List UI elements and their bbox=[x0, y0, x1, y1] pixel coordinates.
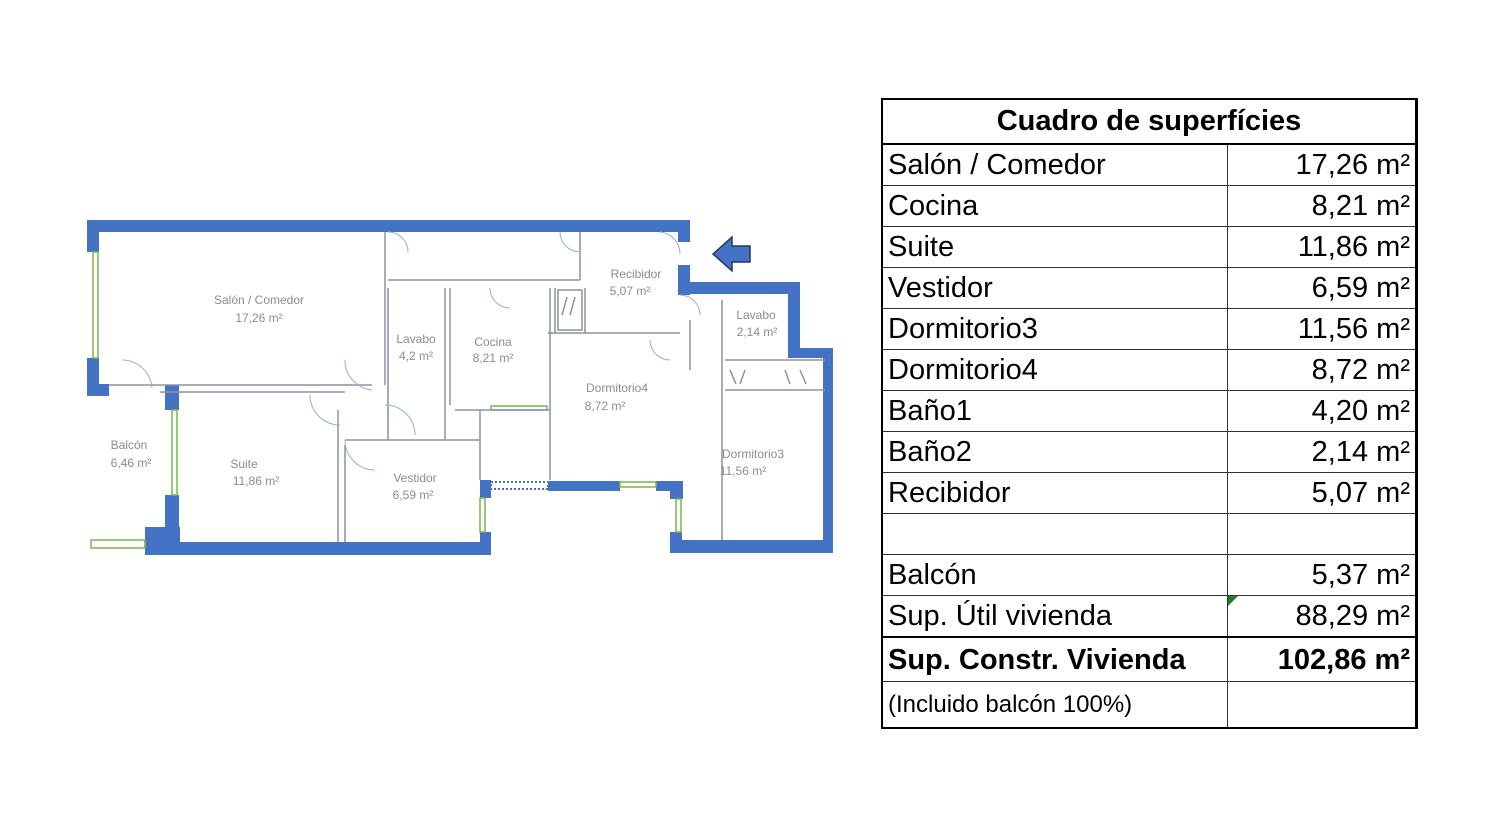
room-label-suite: Suite bbox=[230, 457, 258, 471]
room-area-cocina: 8,21 m² bbox=[473, 351, 514, 365]
row-label: Sup. Útil vivienda bbox=[881, 595, 1228, 638]
row-value: 2,14 m² bbox=[1227, 431, 1417, 473]
room-label-lavabo: Lavabo bbox=[396, 332, 436, 346]
room-label-lavabo2: Lavabo bbox=[736, 308, 776, 322]
row-label: Recibidor bbox=[881, 472, 1228, 514]
note-text: (Incluido balcón 100%) bbox=[881, 681, 1228, 729]
row-value: 5,37 m² bbox=[1227, 554, 1417, 596]
room-area-dormitorio3: 11,56 m² bbox=[720, 464, 766, 478]
row-value: 17,26 m² bbox=[1227, 143, 1417, 186]
row-label: Suite bbox=[881, 226, 1228, 268]
row-label: Sup. Constr. Vivienda bbox=[881, 636, 1228, 682]
arrow-left-icon bbox=[711, 235, 751, 273]
row-label: Balcón bbox=[881, 554, 1228, 596]
row-value: 88,29 m² bbox=[1227, 595, 1417, 638]
row-value: 11,86 m² bbox=[1227, 226, 1417, 268]
row-label: Vestidor bbox=[881, 267, 1228, 309]
table-row-note: (Incluido balcón 100%) bbox=[881, 681, 1417, 729]
row-label: Salón / Comedor bbox=[881, 143, 1228, 186]
table-title: Cuadro de superfícies bbox=[882, 99, 1417, 145]
room-area-vestidor: 6,59 m² bbox=[393, 488, 434, 502]
room-label-salon: Salón / Comedor bbox=[214, 293, 304, 307]
room-label-dormitorio3: Dormitorio3 bbox=[722, 447, 784, 461]
row-label: Baño2 bbox=[881, 431, 1228, 473]
empty-cell bbox=[1227, 681, 1417, 729]
empty-cell bbox=[881, 513, 1228, 555]
row-value: 5,07 m² bbox=[1227, 472, 1417, 514]
room-label-cocina: Cocina bbox=[474, 335, 512, 349]
room-area-balcon: 6,46 m² bbox=[111, 456, 152, 470]
room-area-recibidor: 5,07 m² bbox=[610, 284, 651, 298]
room-area-salon: 17,26 m² bbox=[235, 311, 282, 325]
windows bbox=[90, 251, 682, 549]
room-label-dormitorio4: Dormitorio4 bbox=[586, 381, 648, 395]
room-area-lavabo2: 2,14 m² bbox=[737, 325, 778, 339]
row-value: 4,20 m² bbox=[1227, 390, 1417, 432]
row-label: Dormitorio3 bbox=[881, 308, 1228, 350]
row-value: 11,56 m² bbox=[1227, 308, 1417, 350]
floor-plan: Salón / Comedor 17,26 m² Lavabo 4,2 m² C… bbox=[87, 220, 833, 555]
interior-walls bbox=[109, 231, 825, 542]
row-value: 8,72 m² bbox=[1227, 349, 1417, 391]
room-area-suite: 11,86 m² bbox=[233, 474, 279, 488]
row-value: 102,86 m² bbox=[1227, 636, 1417, 682]
row-label: Cocina bbox=[881, 185, 1228, 227]
room-label-recibidor: Recibidor bbox=[611, 267, 662, 281]
walls bbox=[87, 220, 833, 555]
table-row-empty bbox=[881, 513, 1417, 555]
row-label: Baño1 bbox=[881, 390, 1228, 432]
row-label: Dormitorio4 bbox=[881, 349, 1228, 391]
room-labels: Salón / Comedor 17,26 m² Lavabo 4,2 m² C… bbox=[111, 267, 785, 502]
row-value: 8,21 m² bbox=[1227, 185, 1417, 227]
room-area-dormitorio4: 8,72 m² bbox=[585, 399, 626, 413]
empty-cell bbox=[1227, 513, 1417, 555]
row-value: 6,59 m² bbox=[1227, 267, 1417, 309]
room-area-lavabo: 4,2 m² bbox=[399, 349, 433, 363]
room-label-balcon: Balcón bbox=[111, 438, 148, 452]
room-label-vestidor: Vestidor bbox=[393, 471, 436, 485]
